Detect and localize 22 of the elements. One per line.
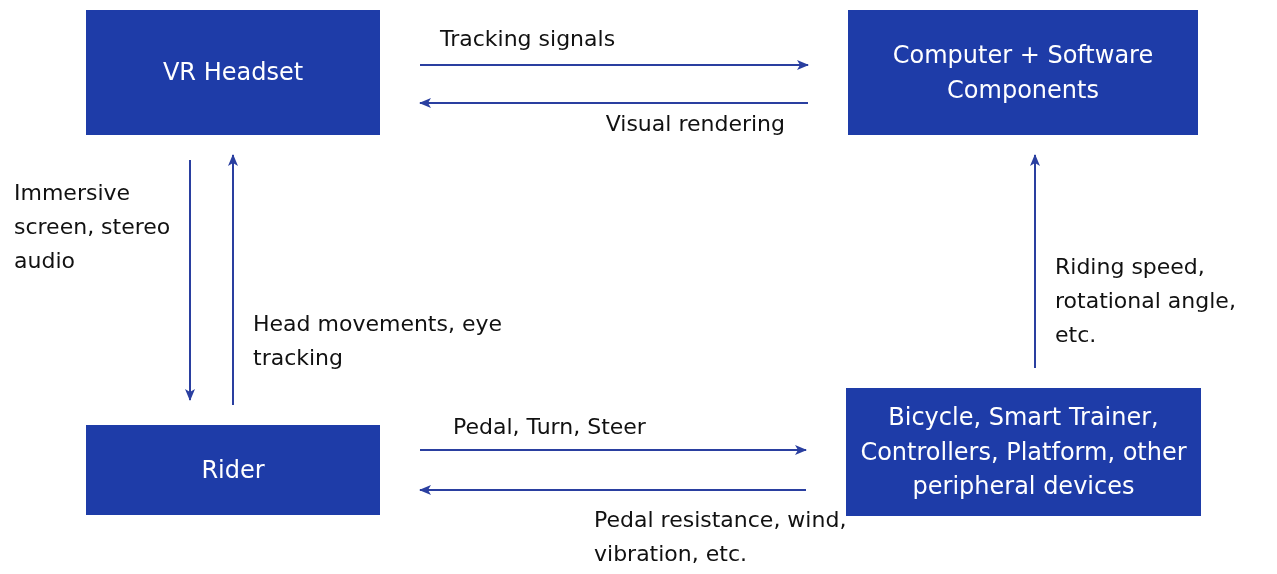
edge-label: Head movements, eye tracking <box>253 310 504 373</box>
process-box <box>86 10 380 135</box>
arrow <box>419 485 807 495</box>
process-box <box>846 388 1201 516</box>
arrow <box>228 154 238 406</box>
process-box <box>86 425 380 515</box>
edge-label: Tracking signals <box>440 25 617 53</box>
arrow <box>185 159 195 401</box>
edge-label: Riding speed, rotational angle, etc. <box>1055 253 1237 350</box>
edge-label: Visual rendering <box>604 110 785 138</box>
arrow <box>419 445 807 455</box>
edge-label: Pedal, Turn, Steer <box>453 413 647 441</box>
process-box <box>848 10 1198 135</box>
box-label: Bicycle, Smart Trainer, Controllers, Platform, other peripheral devices <box>860 401 1187 503</box>
box-label: Rider <box>201 454 265 486</box>
box-label: VR Headset <box>162 57 304 89</box>
box-label: Computer + Software Components <box>891 39 1155 106</box>
arrow <box>1030 154 1040 369</box>
edge-label: Pedal resistance, wind, vibration, etc. <box>594 506 848 569</box>
arrow <box>419 98 809 108</box>
edge-label: Immersive screen, stereo audio <box>14 179 172 276</box>
arrow <box>419 60 809 70</box>
